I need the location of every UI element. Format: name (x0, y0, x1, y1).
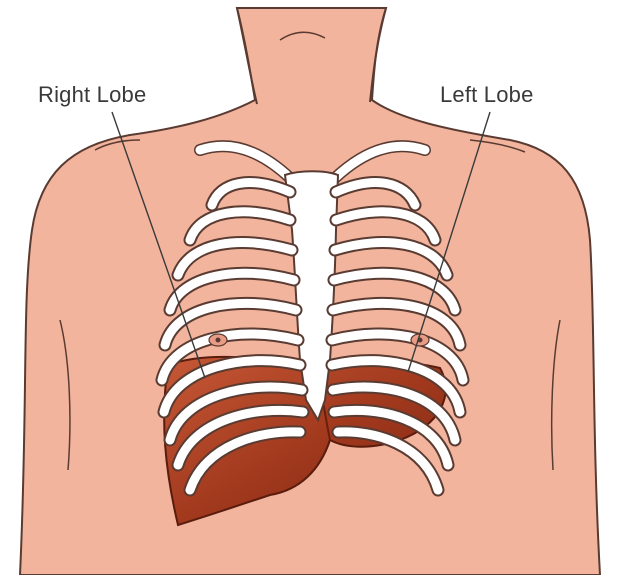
right-lobe-label: Right Lobe (38, 82, 146, 108)
nipple-right (209, 334, 227, 346)
left-lobe-label: Left Lobe (440, 82, 534, 108)
